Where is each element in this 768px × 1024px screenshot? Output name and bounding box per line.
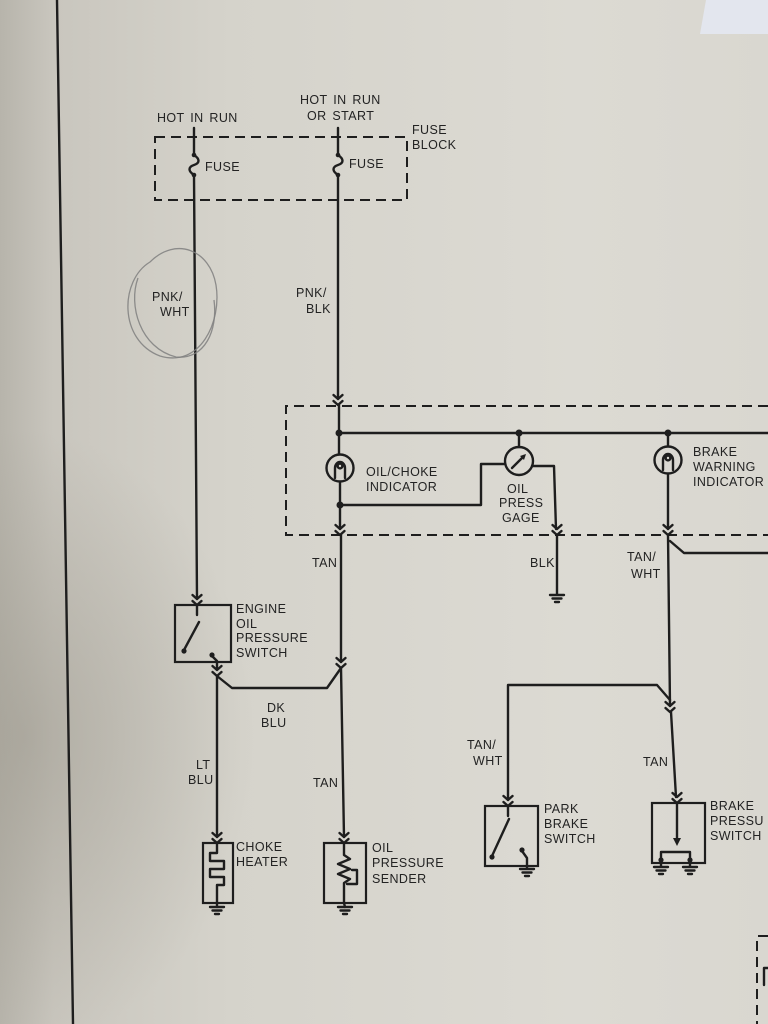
park-brake-switch-icon: [489, 804, 529, 870]
component-label-line: INDICATOR: [366, 480, 437, 494]
wire-color-line: BLU: [261, 716, 287, 730]
component-label-line: BRAKE: [693, 445, 737, 459]
wire-color-line: WHT: [473, 754, 503, 768]
right-fuse-label: FUSE: [349, 157, 384, 171]
left-feed-wire-color: PNK/ WHT: [152, 290, 190, 319]
corner-sheet: [700, 0, 768, 34]
park-brake-tan-wht-wire: [506, 683, 672, 802]
dk-blu-wire-color: DK BLU: [261, 701, 287, 730]
park-brake-switch-label: PARK BRAKE SWITCH: [544, 802, 596, 846]
component-label-line: PRESS: [499, 496, 543, 510]
brake-indicator-wire-color: TAN/ WHT: [627, 550, 661, 581]
component-label-line: HEATER: [236, 855, 288, 869]
partial-component-outline: [756, 935, 768, 1024]
choke-heater-element-icon: [208, 841, 226, 909]
engine-oil-pressure-switch-box: [173, 603, 233, 664]
fuse-block-outline: [154, 136, 408, 201]
component-label-line: OIL: [507, 482, 528, 496]
component-label-line: PRESSURE: [236, 631, 308, 645]
left-fuse-label: FUSE: [205, 160, 240, 174]
choke-heater-label: CHOKE HEATER: [236, 840, 288, 869]
component-label-line: OIL/CHOKE: [366, 465, 438, 479]
oil-press-gage-label: OIL PRESS GAGE: [499, 482, 543, 525]
component-label-line: SWITCH: [236, 646, 288, 660]
brake-warning-indicator-label: BRAKE WARNING INDICATOR: [693, 445, 764, 489]
brake-pressure-tan-wire: [669, 710, 678, 799]
supply-label-left: HOT IN RUN: [157, 111, 238, 125]
wire-color-line: TAN/: [627, 550, 656, 564]
supply-label-right: HOT IN RUN OR START: [300, 93, 381, 123]
component-label-line: PRESSURE: [372, 856, 444, 870]
engine-oil-pressure-switch-label: ENGINE OIL PRESSURE SWITCH: [236, 602, 308, 660]
brake-indicator-branch-wire: [668, 539, 768, 555]
indicator-tan-wire-color: TAN: [312, 556, 337, 570]
component-label-line: INDICATOR: [693, 475, 764, 489]
sender-tan-wire-color: TAN: [313, 776, 338, 790]
component-label-line: OIL: [372, 841, 393, 855]
lt-blu-wire-color: LT BLU: [188, 758, 214, 787]
brake-pressure-tan-wire-color: TAN: [643, 755, 668, 769]
gage-ground-wire-color: BLK: [530, 556, 555, 570]
gage-ground-wire: [530, 464, 558, 531]
partial-component-mark: [762, 966, 768, 987]
component-label-line: SENDER: [372, 872, 427, 886]
wire-color-line: BLU: [188, 773, 214, 787]
component-label-line: BRAKE: [544, 817, 588, 831]
junction-dot: [335, 429, 343, 437]
component-label-line: OIL: [236, 617, 257, 631]
wire-color-line: WHT: [160, 305, 190, 319]
wire-color-line: DK: [267, 701, 285, 715]
park-brake-wire-color: TAN/ WHT: [467, 738, 503, 768]
brake-pressure-switch-icon: [658, 801, 693, 868]
oil-pressure-sender-resistor-icon: [336, 841, 359, 909]
component-label-line: PRESSU: [710, 814, 764, 828]
fuse-block-label-line: FUSE: [412, 123, 447, 137]
page-margin-line: [55, 0, 75, 1024]
gage-signal-wire: [338, 462, 507, 507]
wire-color-line: WHT: [631, 567, 661, 581]
component-label-line: SWITCH: [544, 832, 596, 846]
wire-color-line: PNK/: [296, 286, 327, 300]
brake-pressure-switch-label: BRAKE PRESSU SWITCH: [710, 799, 764, 843]
component-label-line: GAGE: [502, 511, 540, 525]
supply-label-right-line: OR START: [307, 109, 374, 123]
wire-color-line: LT: [196, 758, 210, 772]
pencil-circle-mark: [127, 247, 218, 359]
component-label-line: CHOKE: [236, 840, 282, 854]
supply-label-right-line: HOT IN RUN: [300, 93, 381, 107]
wire-color-line: BLK: [306, 302, 331, 316]
component-label-line: BRAKE: [710, 799, 754, 813]
component-label-line: SWITCH: [710, 829, 762, 843]
wire-color-line: PNK/: [152, 290, 183, 304]
component-label-line: WARNING: [693, 460, 756, 474]
sender-tan-wire: [339, 666, 346, 839]
component-label-line: PARK: [544, 802, 579, 816]
component-label-line: ENGINE: [236, 602, 286, 616]
engine-oil-pressure-switch-icon: [181, 603, 219, 671]
oil-press-gage-icon: [503, 445, 535, 477]
oil-pressure-sender-label: OIL PRESSURE SENDER: [372, 841, 444, 886]
fuse-block-label-line: BLOCK: [412, 138, 457, 152]
left-feed-wire: [192, 173, 199, 601]
wire-color-line: TAN/: [467, 738, 496, 752]
right-feed-wire-color: PNK/ BLK: [296, 286, 331, 316]
dk-blu-link-wire: [215, 666, 343, 690]
instrument-cluster-outline: [285, 405, 768, 536]
park-brake-switch-box: [483, 804, 540, 868]
brake-pressure-switch-box: [650, 801, 707, 865]
oil-choke-indicator-label: OIL/CHOKE INDICATOR: [366, 465, 438, 494]
brake-indicator-tan-wht-wire: [666, 533, 672, 708]
fuse-block-label: FUSE BLOCK: [412, 123, 457, 152]
